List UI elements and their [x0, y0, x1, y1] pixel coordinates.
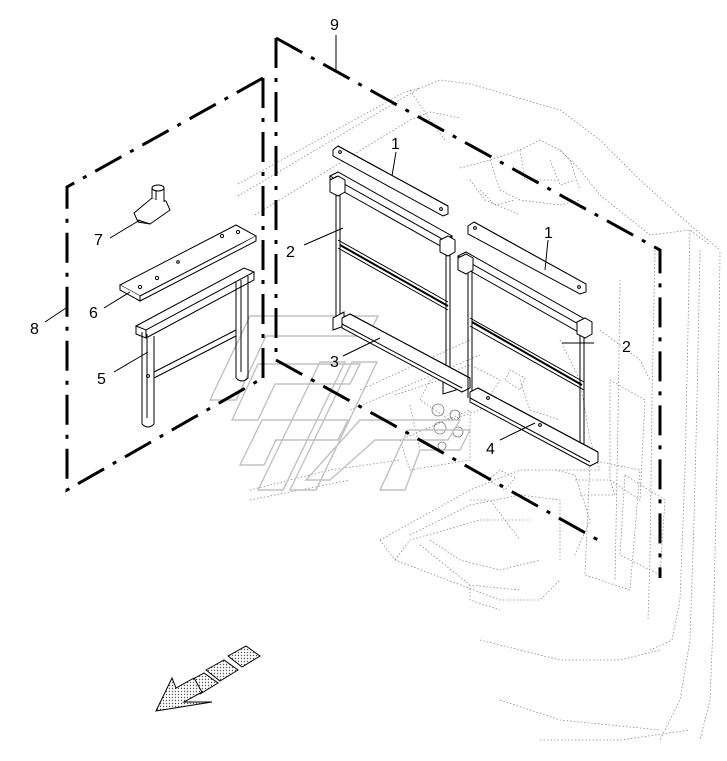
part-3-base-bar [341, 313, 471, 393]
cab-outline [237, 79, 721, 741]
direction-arrow-icon [155, 645, 261, 712]
part-1-left-bracket [332, 145, 449, 217]
part-1-right-bracket [467, 221, 587, 295]
part-7-knob [133, 184, 171, 225]
part-4-lower-rail [469, 387, 599, 467]
group-8-frame [65, 76, 265, 493]
callout-2-left: 2 [286, 244, 295, 261]
callout-9: 9 [330, 17, 339, 34]
part-2-left-frame [328, 171, 457, 395]
callout-1-left: 1 [391, 136, 400, 153]
callouts: 1 1 2 2 3 4 5 6 7 8 9 [30, 17, 631, 458]
part-2-right-frame [456, 251, 593, 450]
callout-2-right: 2 [622, 339, 631, 356]
part-6-plate [118, 224, 258, 302]
callout-6: 6 [89, 305, 98, 322]
callout-3: 3 [330, 354, 339, 371]
part-5-small-frame [134, 267, 256, 428]
watermark-logo [208, 315, 472, 491]
group-9-frame [274, 36, 662, 578]
callout-1-right: 1 [544, 225, 553, 242]
callout-5: 5 [97, 371, 106, 388]
callout-8: 8 [30, 321, 39, 338]
callout-7: 7 [94, 232, 103, 249]
leader-lines [44, 35, 594, 441]
callout-4: 4 [486, 441, 495, 458]
